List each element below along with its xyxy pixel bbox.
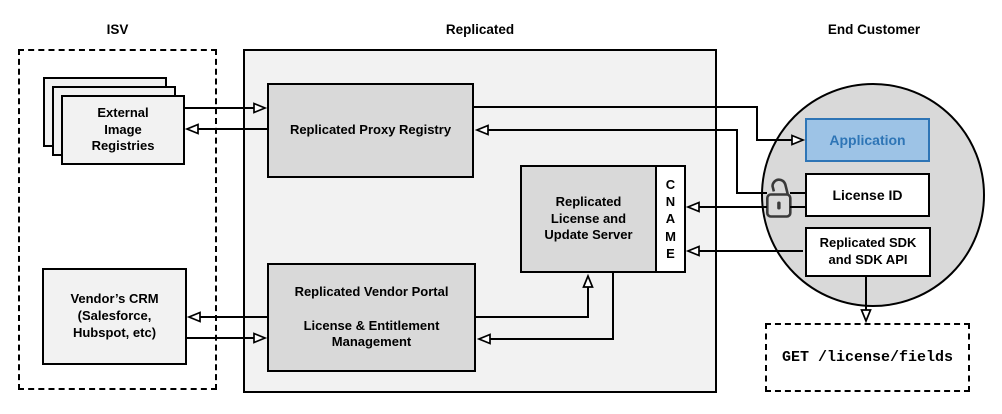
proxy-registry-box: Replicated Proxy Registry bbox=[267, 83, 474, 178]
get-license-fields-box: GET /license/fields bbox=[765, 323, 970, 392]
vendors-crm-box: Vendor’s CRM (Salesforce, Hubspot, etc) bbox=[42, 268, 187, 365]
license-id-box: License ID bbox=[805, 173, 930, 217]
cname-box: CNAME bbox=[655, 165, 686, 273]
application-box: Application bbox=[805, 118, 930, 162]
cname-label: CNAME bbox=[665, 177, 676, 261]
replicated-sdk-box: Replicated SDK and SDK API bbox=[805, 227, 931, 277]
external-image-registries-box: External Image Registries bbox=[61, 95, 185, 165]
isv-section-title: ISV bbox=[106, 22, 129, 37]
end-customer-section-title: End Customer bbox=[827, 22, 921, 37]
replicated-section-title: Replicated bbox=[445, 22, 515, 37]
isv-container bbox=[18, 49, 217, 390]
license-update-server-box: Replicated License and Update Server bbox=[520, 165, 657, 273]
vendor-portal-box: Replicated Vendor Portal License & Entit… bbox=[267, 263, 476, 372]
